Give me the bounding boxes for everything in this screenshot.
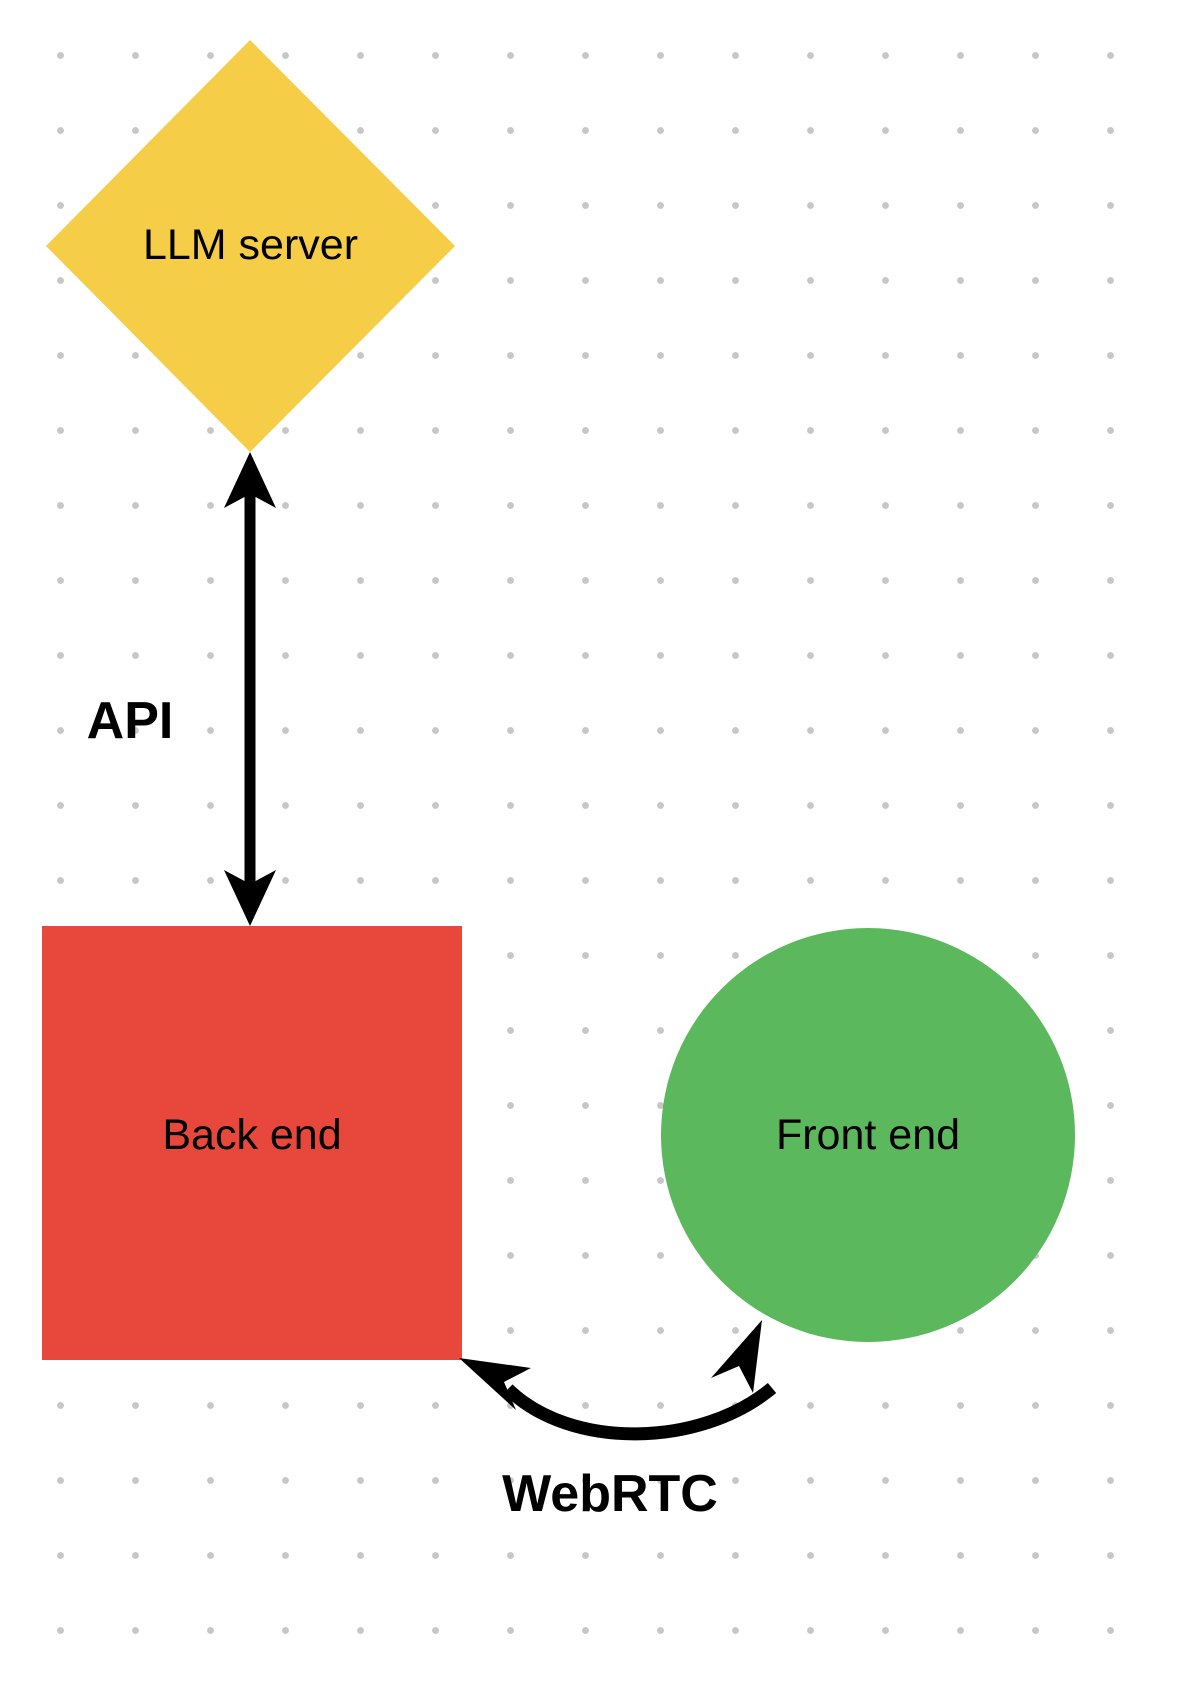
- edge-api-arrowhead-down: [224, 870, 276, 926]
- edge-webrtc-arrowhead-left: [459, 1358, 531, 1410]
- edge-api[interactable]: [224, 452, 276, 926]
- node-llm-server-shape[interactable]: [46, 40, 455, 452]
- edge-webrtc-curve: [503, 1382, 777, 1441]
- node-front-end-shape[interactable]: [661, 928, 1075, 1342]
- node-back-end-shape[interactable]: [42, 926, 462, 1360]
- edge-webrtc[interactable]: [459, 1320, 777, 1441]
- edge-webrtc-arrowhead-right: [711, 1320, 762, 1393]
- edge-api-arrowhead-up: [224, 452, 276, 508]
